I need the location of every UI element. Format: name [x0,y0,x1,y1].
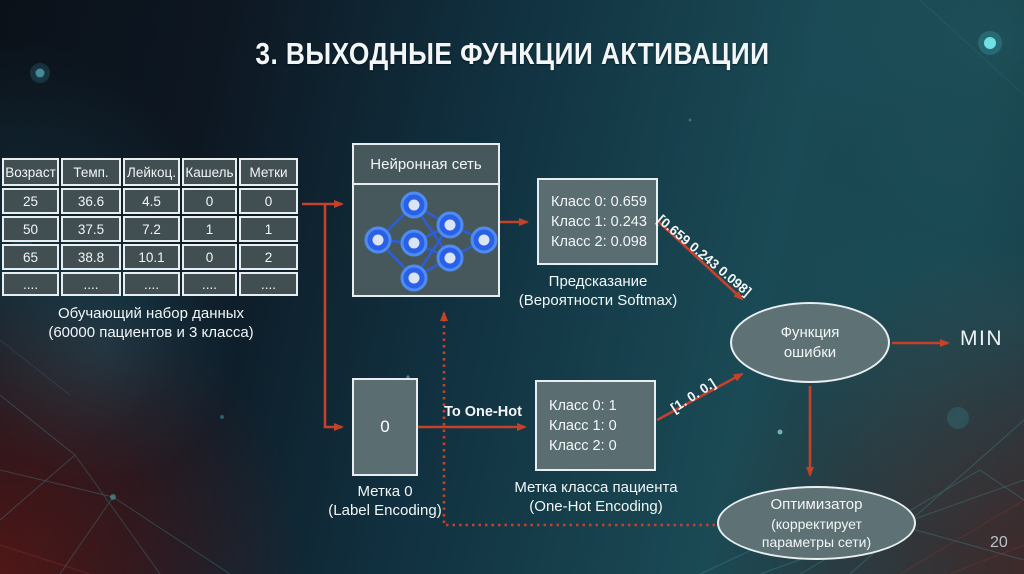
table-cell: 0 [239,188,298,214]
table-cell: 50 [2,216,59,242]
prediction-box: Класс 0: 0.659 Класс 1: 0.243 Класс 2: 0… [537,178,658,265]
table-header-cell: Кашель [182,158,237,186]
page-number: 20 [990,534,1008,551]
table-header-cell: Возраст [2,158,59,186]
table-caption: Обучающий набор данных (60000 пациентов … [48,305,254,342]
table-cell: 38.8 [61,244,121,270]
neural-network-box: Нейронная сеть [352,143,500,297]
table-cell: 36.6 [61,188,121,214]
table-header-cell: Метки [239,158,298,186]
label-encoding-box: 0 [352,378,418,476]
optimizer-ellipse: Оптимизатор (корректирует параметры сети… [717,486,916,560]
neuron-nodes [364,191,498,292]
error-function-ellipse: Функция ошибки [730,302,890,383]
one-hot-box: Класс 0: 1 Класс 1: 0 Класс 2: 0 [535,380,656,471]
neural-network-diagram [364,191,498,292]
table-cell: 1 [182,216,237,242]
table-cell: 4.5 [123,188,180,214]
training-data-table: Возраст Темп. Лейкоц. Кашель Метки 25 36… [2,158,298,296]
table-cell: 2 [239,244,298,270]
table-cell: .... [2,272,59,296]
table-cell: 1 [239,216,298,242]
table-cell: .... [182,272,237,296]
table-cell: 10.1 [123,244,180,270]
table-cell: .... [123,272,180,296]
table-cell: 7.2 [123,216,180,242]
table-cell: 0 [182,244,237,270]
neural-network-title: Нейронная сеть [354,145,498,185]
table-cell: 65 [2,244,59,270]
slide-title: 3. ВЫХОДНЫЕ ФУНКЦИИ АКТИВАЦИИ [254,36,770,71]
table-cell: 25 [2,188,59,214]
table-cell: .... [239,272,298,296]
table-cell: .... [61,272,121,296]
table-header-cell: Темп. [61,158,121,186]
one-hot-caption: Метка класса пациента (One-Hot Encoding) [514,479,678,516]
prediction-caption: Предсказание (Вероятности Softmax) [518,273,678,310]
table-cell: 37.5 [61,216,121,242]
table-cell: 0 [182,188,237,214]
table-header-cell: Лейкоц. [123,158,180,186]
label-encoding-caption: Метка 0 (Label Encoding) [328,483,442,520]
